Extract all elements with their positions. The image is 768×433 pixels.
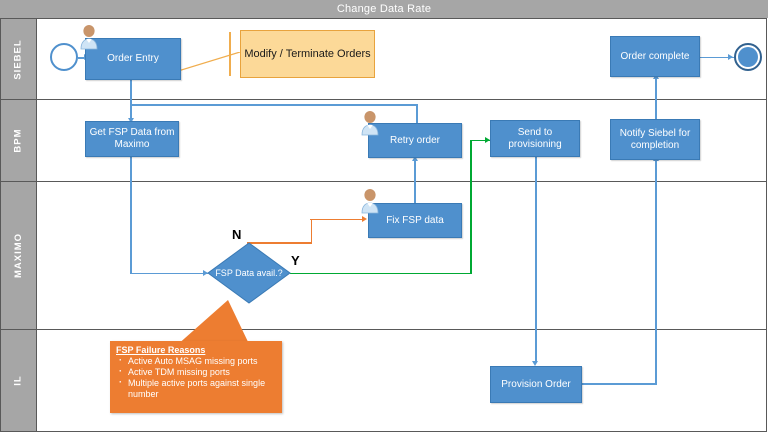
- callout-heading: FSP Failure Reasons: [116, 345, 206, 355]
- connector-yes-to-send: [470, 139, 490, 142]
- connector-yes-vertical: [470, 140, 472, 273]
- node-order-complete[interactable]: Order complete: [610, 36, 700, 77]
- connector-order-complete-to-end: [700, 56, 734, 59]
- lane-header-il: IL: [1, 330, 37, 431]
- callout-item: Active Auto MSAG missing ports: [119, 355, 276, 367]
- lane-siebel: SIEBEL: [1, 19, 767, 100]
- callout-item: Multiple active ports against single num…: [119, 377, 276, 400]
- lane-label-il: IL: [12, 375, 24, 386]
- swimlane-pool: SIEBEL BPM MAXIMO IL: [0, 18, 767, 432]
- callout-list: Active Auto MSAG missing ports Active TD…: [116, 355, 276, 400]
- lane-label-maximo: MAXIMO: [13, 232, 24, 279]
- branch-label-no: N: [232, 227, 242, 242]
- node-send-to-provisioning[interactable]: Send to provisioning: [490, 120, 580, 157]
- diagram-title-bar: Change Data Rate: [0, 0, 768, 18]
- user-icon-fix-fsp-data: [359, 188, 381, 214]
- note-label-modify-terminate: Modify / Terminate Orders: [244, 47, 371, 60]
- arrowhead-end-event: [728, 53, 733, 60]
- lane-header-maximo: MAXIMO: [1, 182, 37, 329]
- connector-order-entry-down: [130, 80, 132, 104]
- lane-maximo: MAXIMO: [1, 182, 767, 330]
- callout-tail: [176, 300, 250, 346]
- arrowhead-decision: [203, 269, 208, 276]
- connector-no-vertical: [310, 219, 313, 243]
- node-fix-fsp-data[interactable]: Fix FSP data: [368, 203, 462, 238]
- connector-order-entry-rail: [130, 104, 418, 106]
- arrowhead-retry-order: [411, 156, 418, 161]
- lane-label-siebel: SIEBEL: [13, 38, 24, 80]
- node-label-fix-fsp-data: Fix FSP data: [386, 214, 444, 226]
- connector-yes-horizontal: [290, 272, 472, 275]
- connector-provision-order-right: [582, 383, 657, 385]
- node-label-send-to-provisioning: Send to provisioning: [508, 126, 562, 150]
- end-event-icon: [734, 43, 762, 71]
- node-retry-order[interactable]: Retry order: [368, 123, 462, 158]
- arrowhead-provision-order: [532, 361, 538, 366]
- lane-il: IL: [1, 330, 767, 431]
- node-label-order-entry: Order Entry: [107, 53, 159, 64]
- decision-label: FSP Data avail.?: [215, 267, 283, 278]
- connector-no-to-fix-fsp: [310, 218, 365, 221]
- connector-rail-to-get-fsp: [130, 104, 132, 121]
- node-label-notify-siebel: Notify Siebel for completion: [619, 127, 691, 151]
- node-notify-siebel[interactable]: Notify Siebel for completion: [610, 119, 700, 160]
- node-label-retry-order: Retry order: [389, 134, 440, 146]
- node-label-order-complete: Order complete: [620, 50, 690, 62]
- connector-send-to-provision-order: [535, 157, 537, 362]
- user-icon-order-entry: [78, 24, 100, 50]
- arrowhead-send-to-provisioning: [485, 136, 490, 143]
- node-provision-order[interactable]: Provision Order: [490, 366, 582, 403]
- connector-start-to-order-entry: [78, 57, 87, 59]
- lane-label-bpm: BPM: [13, 128, 24, 153]
- association-order-entry-to-note: [178, 52, 241, 72]
- node-label-get-fsp-data: Get FSP Data from Maximo: [89, 127, 175, 150]
- callout-item: Active TDM missing ports: [119, 366, 276, 378]
- node-label-provision-order: Provision Order: [501, 378, 571, 390]
- arrowhead-fix-fsp-data: [362, 215, 367, 222]
- lane-header-bpm: BPM: [1, 100, 37, 181]
- connector-provision-to-notify: [655, 160, 657, 384]
- connector-notify-to-order-complete: [655, 78, 657, 123]
- connector-fix-fsp-to-retry: [414, 160, 416, 204]
- note-anchor-bar: [229, 32, 231, 76]
- node-order-entry[interactable]: Order Entry: [85, 38, 181, 80]
- node-get-fsp-data[interactable]: Get FSP Data from Maximo: [85, 121, 179, 157]
- lane-bpm: BPM: [1, 100, 767, 182]
- page-title: Change Data Rate: [336, 3, 432, 15]
- connector-no-horizontal: [247, 242, 312, 244]
- connector-retry-order-up: [416, 104, 418, 123]
- end-event-inner: [738, 47, 758, 67]
- user-icon-retry-order: [359, 110, 381, 136]
- connector-get-fsp-down: [130, 157, 132, 274]
- callout-fsp-failure-reasons: FSP Failure Reasons Active Auto MSAG mis…: [110, 341, 282, 413]
- lane-header-siebel: SIEBEL: [1, 19, 37, 99]
- start-event-icon: [50, 43, 78, 71]
- arrowhead-get-fsp-data: [127, 118, 134, 123]
- decision-fsp-data-available[interactable]: FSP Data avail.?: [207, 242, 291, 304]
- connector-get-fsp-to-decision: [130, 272, 208, 275]
- branch-label-yes: Y: [291, 253, 300, 268]
- note-modify-terminate-orders: Modify / Terminate Orders: [240, 30, 375, 78]
